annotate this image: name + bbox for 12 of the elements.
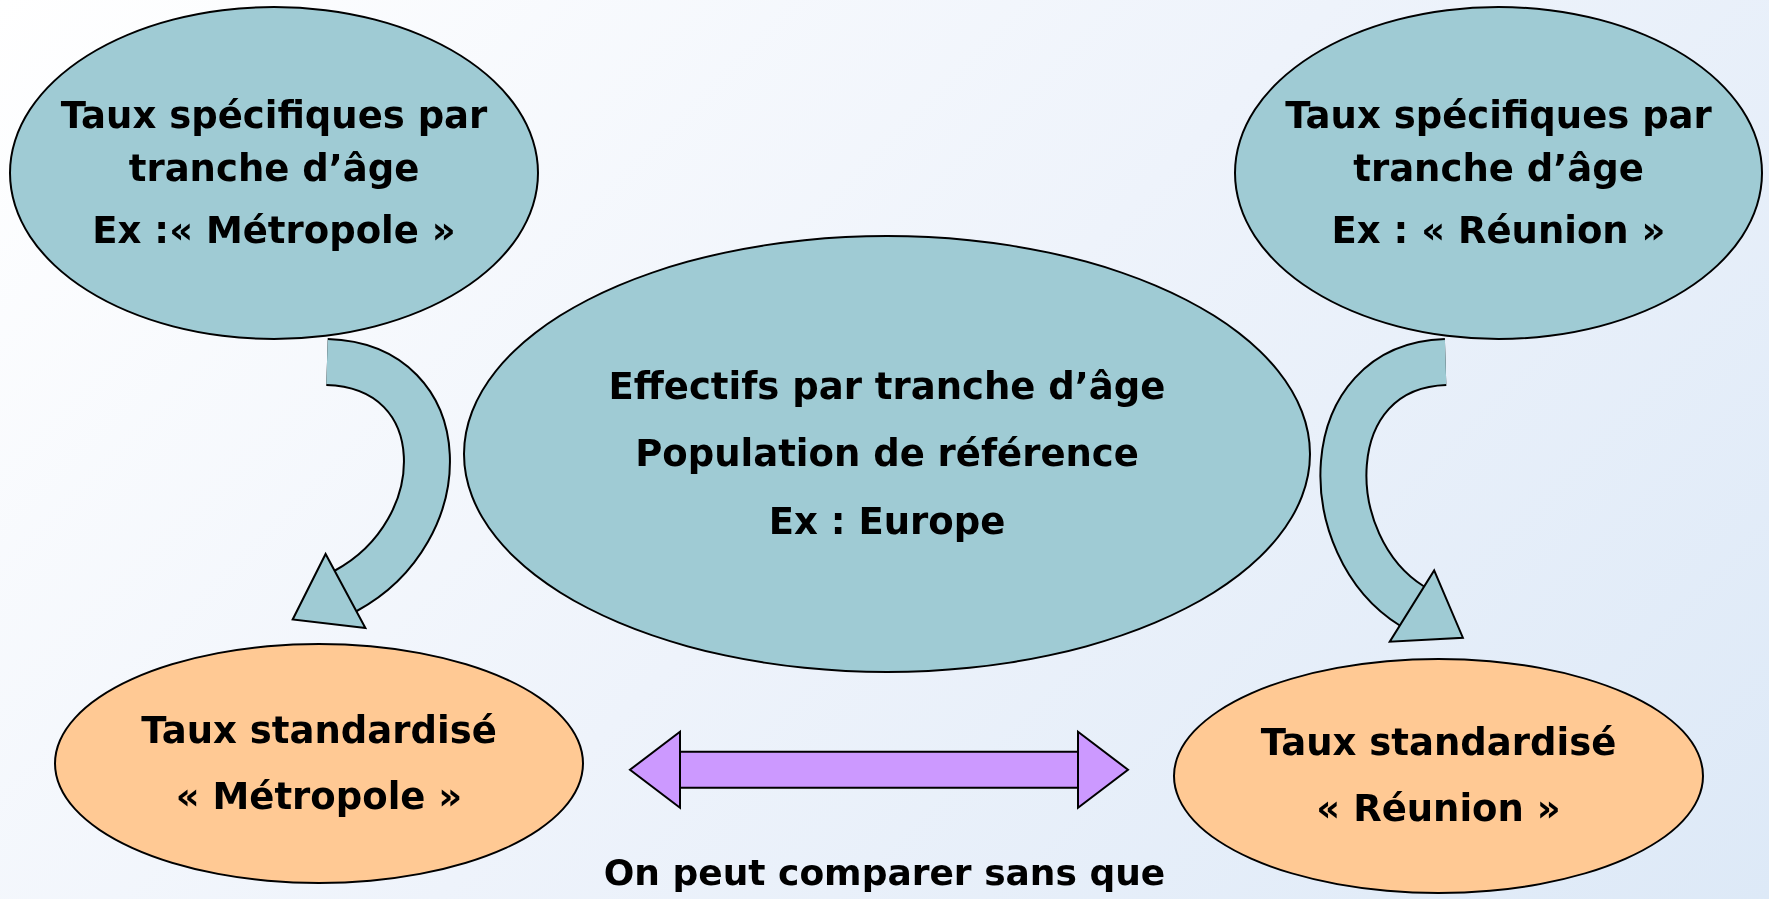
node-text: « Métropole »: [175, 773, 463, 820]
node-text: Population de référence: [635, 431, 1139, 478]
node-text: Taux spécifiques par tranche d’âge: [1284, 92, 1713, 193]
node-text: « Réunion »: [1316, 786, 1561, 832]
node-text: Taux standardisé: [141, 707, 497, 754]
node-text: Effectifs par tranche d’âge: [608, 363, 1166, 410]
note-text: On peut comparer sans que: [602, 852, 1167, 893]
node-text: Ex : « Réunion »: [1331, 207, 1666, 254]
node-text: Taux standardisé: [1260, 720, 1617, 767]
node-text: Taux spécifiques par tranche d’âge: [59, 92, 489, 193]
node-text: Ex : Europe: [768, 498, 1006, 545]
node-text: Ex :« Métropole »: [92, 207, 456, 254]
